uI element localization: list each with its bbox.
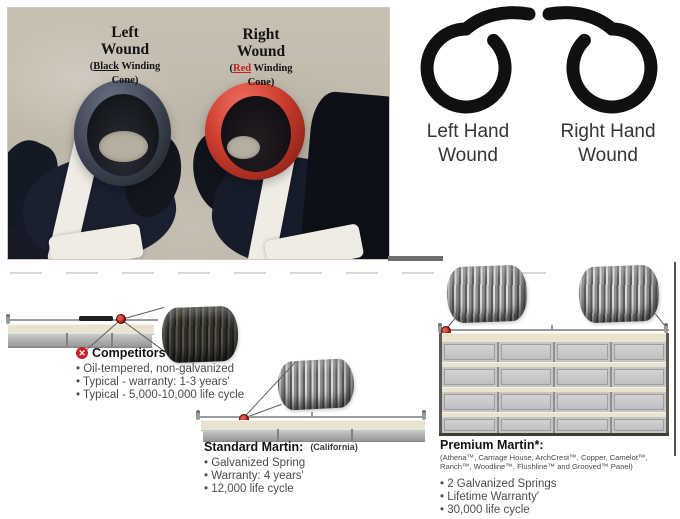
diagram-top-faint-line	[10, 272, 560, 274]
standard-header: Standard Martin: (California)	[204, 440, 434, 454]
premium-door-panel-row	[442, 342, 666, 362]
right-wound-label: Right Wound (Red Winding Cone)	[229, 26, 293, 88]
bullet-item: • Typical - 5,000-10,000 life cycle	[76, 389, 245, 401]
standard-title: Standard Martin:	[204, 440, 304, 454]
premium-galvanized-spring-2	[578, 264, 660, 324]
premium-model-list-line1: (Athena™, Carriage House, ArchCrest™, Co…	[440, 453, 648, 462]
bullet-item: • 12,000 life cycle	[204, 483, 294, 495]
bullet-item: • Typical - warranty: 1-3 years'	[76, 376, 230, 388]
premium-text-block: Premium Martin*: (Athena™, Carriage Hous…	[440, 438, 678, 517]
standard-subtitle: (California)	[310, 442, 358, 452]
competitor-connection-dot	[116, 314, 126, 324]
bullet-item: • 2 Galvanized Springs	[440, 477, 557, 490]
door-panel	[498, 392, 553, 412]
winding-cone-photo: Left Wound (Black Winding Cone) Right Wo…	[7, 7, 390, 260]
standard-bullet-list: • Galvanized Spring • Warranty: 4 years'…	[204, 457, 434, 496]
competitor-track-post	[6, 314, 10, 324]
standard-door-track	[198, 416, 426, 418]
door-panel	[555, 342, 610, 362]
competitors-bullet-list: • Oil-tempered, non-galvanized • Typical…	[76, 363, 276, 402]
panel-divider	[111, 333, 113, 347]
competitor-shaft-bar	[79, 316, 113, 321]
competitor-door-panel-strip	[8, 333, 152, 348]
standard-galvanized-spring	[276, 358, 356, 411]
premium-header: Premium Martin*:	[440, 438, 678, 452]
photo-edge-fragment	[388, 256, 443, 261]
door-panel	[611, 392, 666, 412]
standard-text-block: Standard Martin: (California) • Galvaniz…	[204, 440, 434, 496]
standard-track-post	[422, 410, 426, 420]
premium-door-panel-row	[442, 417, 666, 433]
bullet-item: • Galvanized Spring	[204, 457, 306, 469]
left-wound-spiral-icon	[420, 6, 536, 114]
standard-door-panel-strip	[203, 429, 425, 442]
premium-model-list-line2: Ranch™, Woodline™, Flushline™ and Groove…	[440, 462, 633, 472]
competitors-text-block: ✕ Competitors • Oil-tempered, non-galvan…	[76, 346, 276, 402]
premium-door-left-edge	[439, 333, 442, 436]
door-panel	[611, 342, 666, 362]
premium-door-right-edge	[666, 333, 669, 436]
door-panel	[498, 417, 553, 433]
premium-title: Premium Martin*:	[440, 438, 544, 452]
red-cone-hole	[227, 136, 260, 159]
door-panel	[555, 392, 610, 412]
bullet-item: • Lifetime Warranty'	[440, 490, 540, 503]
door-panel	[611, 367, 666, 387]
premium-door-bottom-edge	[439, 433, 669, 436]
track-center-tick	[311, 412, 313, 417]
right-hand-wound-label: Right Hand Wound	[560, 121, 656, 166]
competitors-x-icon: ✕	[76, 347, 88, 359]
competitors-title: Competitors	[92, 346, 166, 360]
premium-door-track	[440, 329, 669, 331]
door-panel	[555, 367, 610, 387]
bullet-item: • 30,000 life cycle	[440, 503, 530, 516]
door-panel	[555, 417, 610, 433]
door-panel	[442, 367, 497, 387]
track-center-tick	[551, 325, 553, 330]
premium-track-post	[438, 323, 442, 333]
premium-track-post	[664, 323, 668, 333]
premium-door-panel-row	[442, 367, 666, 387]
door-panel	[442, 392, 497, 412]
competitors-header: ✕ Competitors	[76, 346, 276, 360]
left-wound-label: Left Wound (Black Winding Cone)	[89, 24, 161, 86]
right-wound-spiral-icon	[542, 6, 658, 114]
premium-bullet-list: • 2 Galvanized Springs • Lifetime Warran…	[440, 478, 678, 517]
black-cone-hole	[99, 131, 148, 162]
door-panel	[442, 342, 497, 362]
panel-divider	[277, 429, 279, 441]
left-hand-wound-label: Left Hand Wound	[426, 121, 510, 166]
door-panel	[442, 417, 497, 433]
panel-divider	[66, 333, 68, 347]
bullet-item: • Oil-tempered, non-galvanized	[76, 363, 235, 375]
diagram-right-border	[674, 262, 676, 456]
door-panel	[498, 367, 553, 387]
bullet-item: • Warranty: 4 years'	[204, 470, 304, 482]
door-panel	[498, 342, 553, 362]
red-cone-interior	[221, 96, 291, 172]
standard-track-post	[196, 410, 200, 420]
premium-model-list: (Athena™, Carriage House, ArchCrest™, Co…	[440, 453, 678, 472]
panel-divider	[351, 429, 353, 441]
premium-door-panel-row	[442, 392, 666, 412]
door-panel	[611, 417, 666, 433]
